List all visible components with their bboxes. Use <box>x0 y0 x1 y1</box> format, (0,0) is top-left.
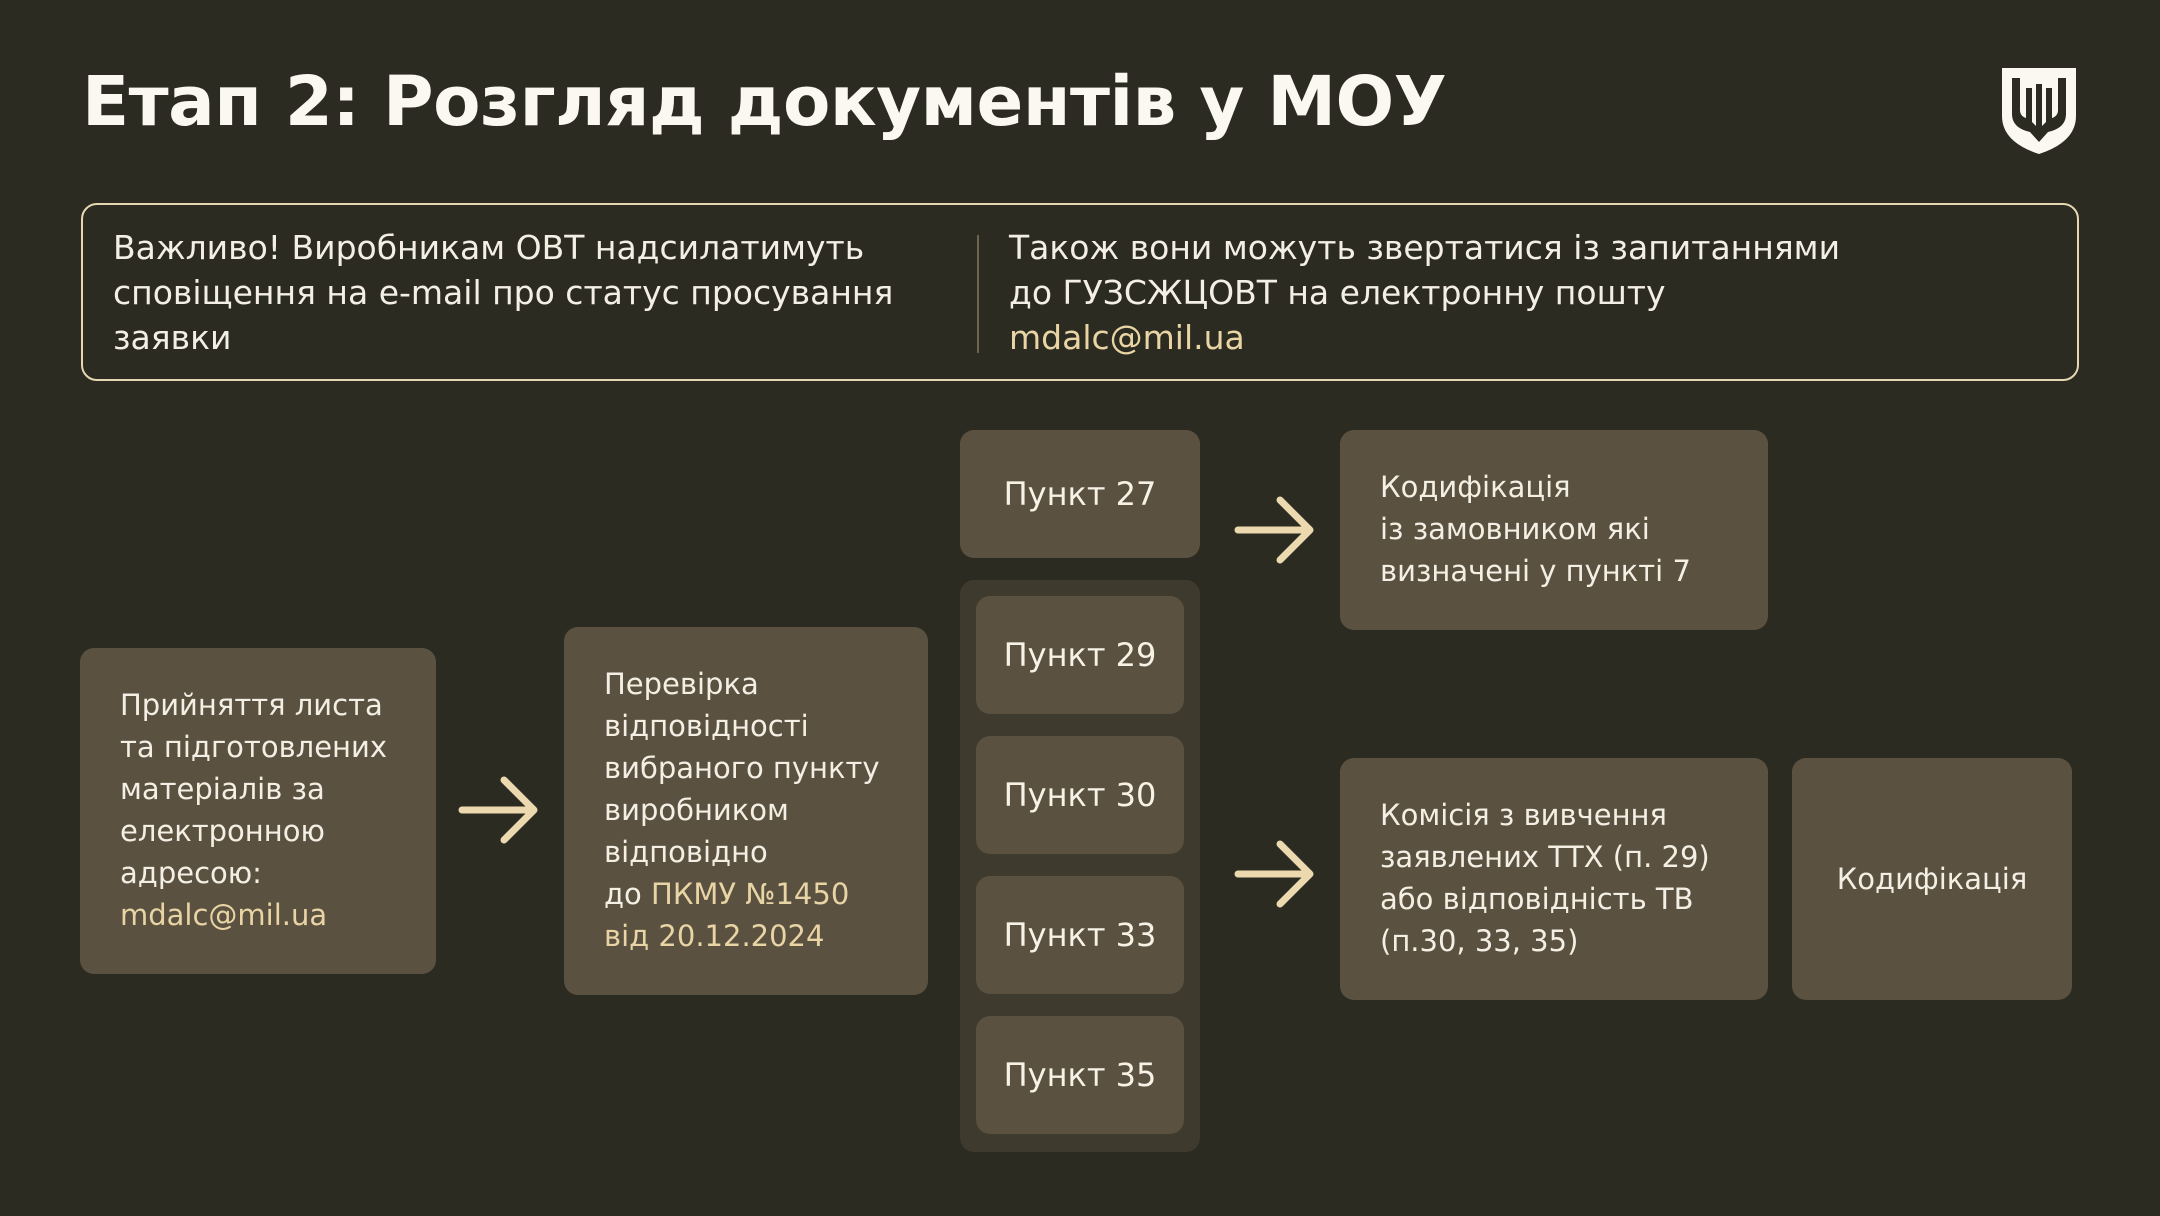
notice-box: Важливо! Виробникам ОВТ надсилатимуть сп… <box>81 203 2079 381</box>
step-receive-letter: Прийняття листа та підготовлених матеріа… <box>80 648 436 974</box>
arrow-right-icon <box>1234 840 1314 908</box>
step2-decree-date: від 20.12.2024 <box>604 919 825 953</box>
notice-right-line: до ГУЗСЖЦОВТ на електронну пошту <box>1009 273 1666 312</box>
step2-line: виробником <box>604 793 789 827</box>
arrow-right-icon <box>458 776 538 844</box>
notice-left-line: Важливо! Виробникам ОВТ надсилатимуть <box>113 228 865 267</box>
result-bottom-line: або відповідність ТВ <box>1380 882 1694 916</box>
final-codification: Кодифікація <box>1792 758 2072 1000</box>
trident-shield-icon <box>2002 68 2076 154</box>
notice-left-line: сповіщення на e-mail про статус просуван… <box>113 273 894 312</box>
result-bottom-line: заявлених ТТХ (п. 29) <box>1380 840 1710 874</box>
result-codification-with-customer: Кодифікація із замовником які визначені … <box>1340 430 1768 630</box>
step-check-compliance-text: Перевірка відповідності вибраного пункту… <box>604 663 914 957</box>
result-commission: Комісія з вивчення заявлених ТТХ (п. 29)… <box>1340 758 1768 1000</box>
point-35: Пункт 35 <box>976 1016 1184 1134</box>
notice-left-text: Важливо! Виробникам ОВТ надсилатимуть сп… <box>113 225 983 360</box>
step2-prefix: до <box>604 877 652 911</box>
notice-right-text: Також вони можуть звертатися із запитанн… <box>1009 225 2009 360</box>
point-30: Пункт 30 <box>976 736 1184 854</box>
step1-line: та підготовлених <box>120 730 388 764</box>
step1-line: електронною <box>120 814 325 848</box>
result-top-text: Кодифікація із замовником які визначені … <box>1380 466 1760 592</box>
arrow-right-icon <box>1234 496 1314 564</box>
step2-decree-ref: ПКМУ №1450 <box>651 877 850 911</box>
step2-reference-line: до ПКМУ №1450 <box>604 873 914 915</box>
notice-right-line: Також вони можуть звертатися із запитанн… <box>1009 228 1841 267</box>
result-bottom-text: Комісія з вивчення заявлених ТТХ (п. 29)… <box>1380 794 1760 962</box>
result-top-line: Кодифікація <box>1380 470 1571 504</box>
step2-line: відповідності <box>604 709 809 743</box>
step1-line: матеріалів за <box>120 772 325 806</box>
point-33: Пункт 33 <box>976 876 1184 994</box>
step2-line: відповідно <box>604 835 768 869</box>
step2-line: вибраного пункту <box>604 751 880 785</box>
step-receive-letter-text: Прийняття листа та підготовлених матеріа… <box>120 684 420 936</box>
point-27: Пункт 27 <box>960 430 1200 558</box>
notice-left-line: заявки <box>113 318 232 357</box>
step-check-compliance: Перевірка відповідності вибраного пункту… <box>564 627 928 995</box>
result-bottom-line: Комісія з вивчення <box>1380 798 1667 832</box>
step1-email-link[interactable]: mdalc@mil.ua <box>120 898 328 932</box>
result-bottom-line: (п.30, 33, 35) <box>1380 924 1579 958</box>
step1-line: Прийняття листа <box>120 688 383 722</box>
result-top-line: із замовником які <box>1380 512 1650 546</box>
step2-line: Перевірка <box>604 667 759 701</box>
notice-divider <box>977 235 979 353</box>
result-top-line: визначені у пункті 7 <box>1380 554 1691 588</box>
notice-email-link[interactable]: mdalc@mil.ua <box>1009 318 1245 357</box>
page-title: Етап 2: Розгляд документів у МОУ <box>82 62 1447 142</box>
step1-line: адресою: <box>120 856 262 890</box>
point-29: Пункт 29 <box>976 596 1184 714</box>
